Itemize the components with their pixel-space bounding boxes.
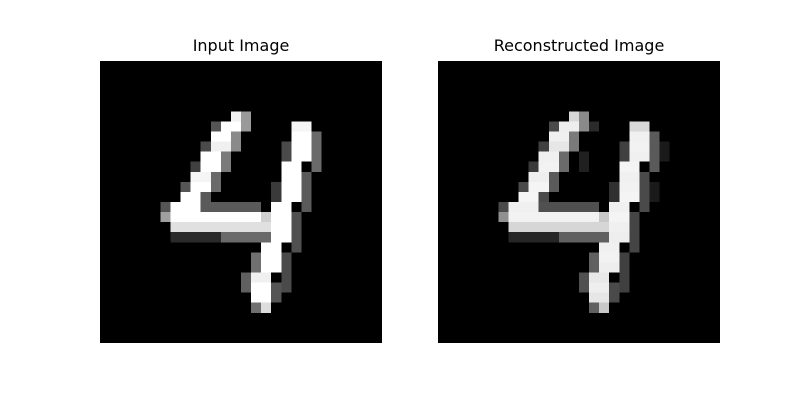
input-digit-image [100,61,382,343]
reconstructed-image-title: Reconstructed Image [493,36,665,55]
reconstructed-digit-image [438,61,720,343]
input-panel: Input Image [100,0,382,400]
input-image-title: Input Image [192,36,290,55]
reconstructed-panel: Reconstructed Image [438,0,720,400]
